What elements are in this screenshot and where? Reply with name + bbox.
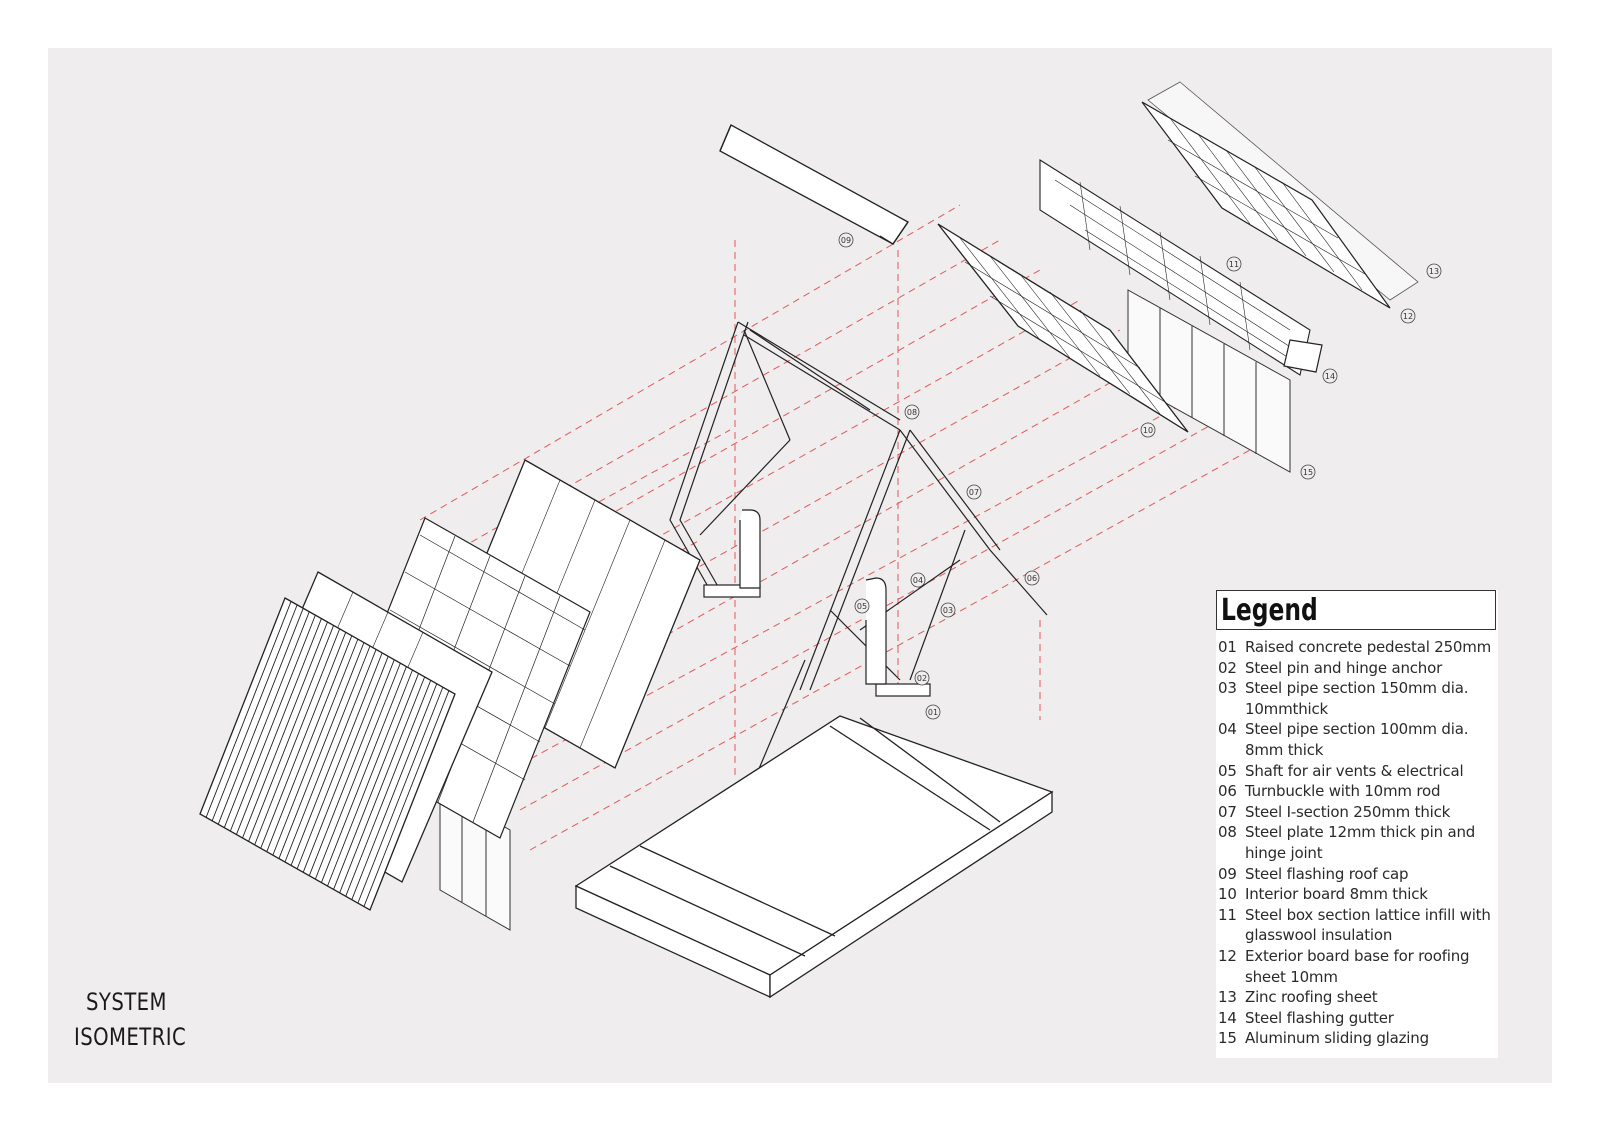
callout-label: 03 (943, 606, 953, 615)
legend-item-number: 07 (1218, 802, 1237, 821)
exterior-board-12 (1141, 101, 1391, 309)
legend-item-text: Interior board 8mm thick (1245, 885, 1428, 904)
callout-13: 13 (1426, 263, 1442, 279)
callout-label: 08 (907, 408, 917, 417)
callout-label: 01 (928, 708, 938, 717)
callout-10: 10 (1140, 422, 1156, 438)
legend-item-text: Steel I-section 250mm thick (1245, 802, 1451, 821)
roof-cap-09 (719, 124, 909, 245)
interior-board-10 (937, 223, 1189, 433)
legend-item-text: Shaft for air vents & electrical (1245, 761, 1464, 780)
callout-15: 15 (1300, 464, 1316, 480)
callout-02: 02 (914, 670, 930, 686)
title-line-1: SYSTEM (86, 988, 167, 1016)
legend-item: 06 Turnbuckle with 10mm rod (1218, 781, 1498, 802)
legend-item-number: 08 (1218, 823, 1237, 842)
callout-label: 12 (1403, 312, 1413, 321)
callout-06: 06 (1024, 570, 1040, 586)
callout-label: 04 (913, 576, 923, 585)
sliding-glazing-15 (1127, 289, 1291, 473)
legend-item-text: Steel pin and hinge anchor (1245, 658, 1443, 677)
legend-item-text: Steel plate 12mm thick pin and hinge joi… (1245, 823, 1476, 862)
callout-label: 09 (841, 236, 851, 245)
callout-label: 11 (1229, 260, 1239, 269)
legend-item-number: 06 (1218, 782, 1237, 801)
legend-item-number: 02 (1218, 658, 1237, 677)
legend-item-number: 09 (1218, 864, 1237, 883)
legend-item-number: 04 (1218, 720, 1237, 739)
legend-item: 02 Steel pin and hinge anchor (1218, 658, 1498, 679)
callout-label: 15 (1303, 468, 1313, 477)
legend-item-number: 12 (1218, 946, 1237, 965)
callout-03: 03 (940, 602, 956, 618)
legend-item: 07 Steel I-section 250mm thick (1218, 802, 1498, 823)
legend-item: 12 Exterior board base for roofing sheet … (1218, 946, 1498, 987)
callout-05: 05 (854, 598, 870, 614)
legend-item-text: Exterior board base for roofing sheet 10… (1245, 946, 1470, 986)
callout-07: 07 (966, 484, 982, 500)
legend-item: 15 Aluminum sliding glazing (1218, 1028, 1498, 1049)
callout-label: 06 (1027, 574, 1037, 583)
legend-item-text: Zinc roofing sheet (1245, 988, 1378, 1007)
legend-item-text: Steel flashing gutter (1245, 1008, 1394, 1027)
legend-item: 09 Steel flashing roof cap (1218, 864, 1498, 885)
legend-item-number: 05 (1218, 761, 1237, 780)
legend-item-text: Steel pipe section 150mm dia. 10mmthick (1245, 679, 1469, 718)
legend-item-text: Steel flashing roof cap (1245, 864, 1409, 883)
callout-label: 07 (969, 488, 979, 497)
steel-gutter-14 (1283, 339, 1323, 373)
legend-item: 11 Steel box section lattice infill with … (1218, 905, 1498, 946)
title-line-2: ISOMETRIC (74, 1023, 187, 1051)
legend-item-text: Turnbuckle with 10mm rod (1245, 782, 1441, 801)
steel-frame-rear (669, 321, 901, 598)
legend-item-number: 01 (1218, 638, 1237, 656)
base-platform (574, 715, 1054, 999)
steel-frame-front (749, 429, 1048, 791)
legend-item: 10 Interior board 8mm thick (1218, 884, 1498, 905)
legend-item-text: Steel pipe section 100mm dia. 8mm thick (1245, 720, 1469, 759)
legend-item-number: 03 (1218, 679, 1237, 698)
callout-label: 13 (1429, 267, 1439, 276)
drawing-title: SYSTEM ISOMETRIC (74, 985, 187, 1055)
callout-09: 09 (838, 232, 854, 248)
legend-item-number: 13 (1218, 988, 1237, 1007)
legend-item: 01 Raised concrete pedestal 250mm (1218, 637, 1498, 658)
callout-label: 10 (1143, 426, 1153, 435)
legend-item-text: Steel box section lattice infill with gl… (1245, 905, 1491, 945)
legend-item: 13 Zinc roofing sheet (1218, 987, 1498, 1008)
callout-08: 08 (904, 404, 920, 420)
callout-label: 02 (917, 674, 927, 683)
legend-item-number: 11 (1218, 905, 1237, 924)
zinc-sheet-corrugation (205, 601, 450, 907)
legend-item-number: 14 (1218, 1008, 1237, 1027)
callout-12: 12 (1400, 308, 1416, 324)
legend-item-text: Aluminum sliding glazing (1245, 1029, 1429, 1048)
legend-title: Legend (1221, 593, 1318, 628)
callout-label: 14 (1325, 372, 1335, 381)
callout-14: 14 (1322, 368, 1338, 384)
callout-11: 11 (1226, 256, 1242, 272)
legend-item: 03 Steel pipe section 150mm dia. 10mmthic… (1218, 678, 1498, 719)
legend-item: 04 Steel pipe section 100mm dia. 8mm thic… (1218, 719, 1498, 760)
lattice-panel-11 (1039, 159, 1311, 376)
callout-01: 01 (925, 704, 941, 720)
callout-04: 04 (910, 572, 926, 588)
legend-item: 14 Steel flashing gutter (1218, 1008, 1498, 1029)
legend-item-number: 10 (1218, 885, 1237, 904)
legend-title-box: Legend (1216, 590, 1496, 630)
callout-markers: 01 02 03 04 05 06 07 08 09 10 11 12 13 14 15 (838, 232, 1442, 720)
callout-label: 05 (857, 602, 867, 611)
legend-item-text: Raised concrete pedestal 250mm (1245, 638, 1492, 656)
legend-item: 05 Shaft for air vents & electrical (1218, 761, 1498, 782)
legend-item-number: 15 (1218, 1029, 1237, 1048)
legend-item: 08 Steel plate 12mm thick pin and hinge j… (1218, 822, 1498, 863)
